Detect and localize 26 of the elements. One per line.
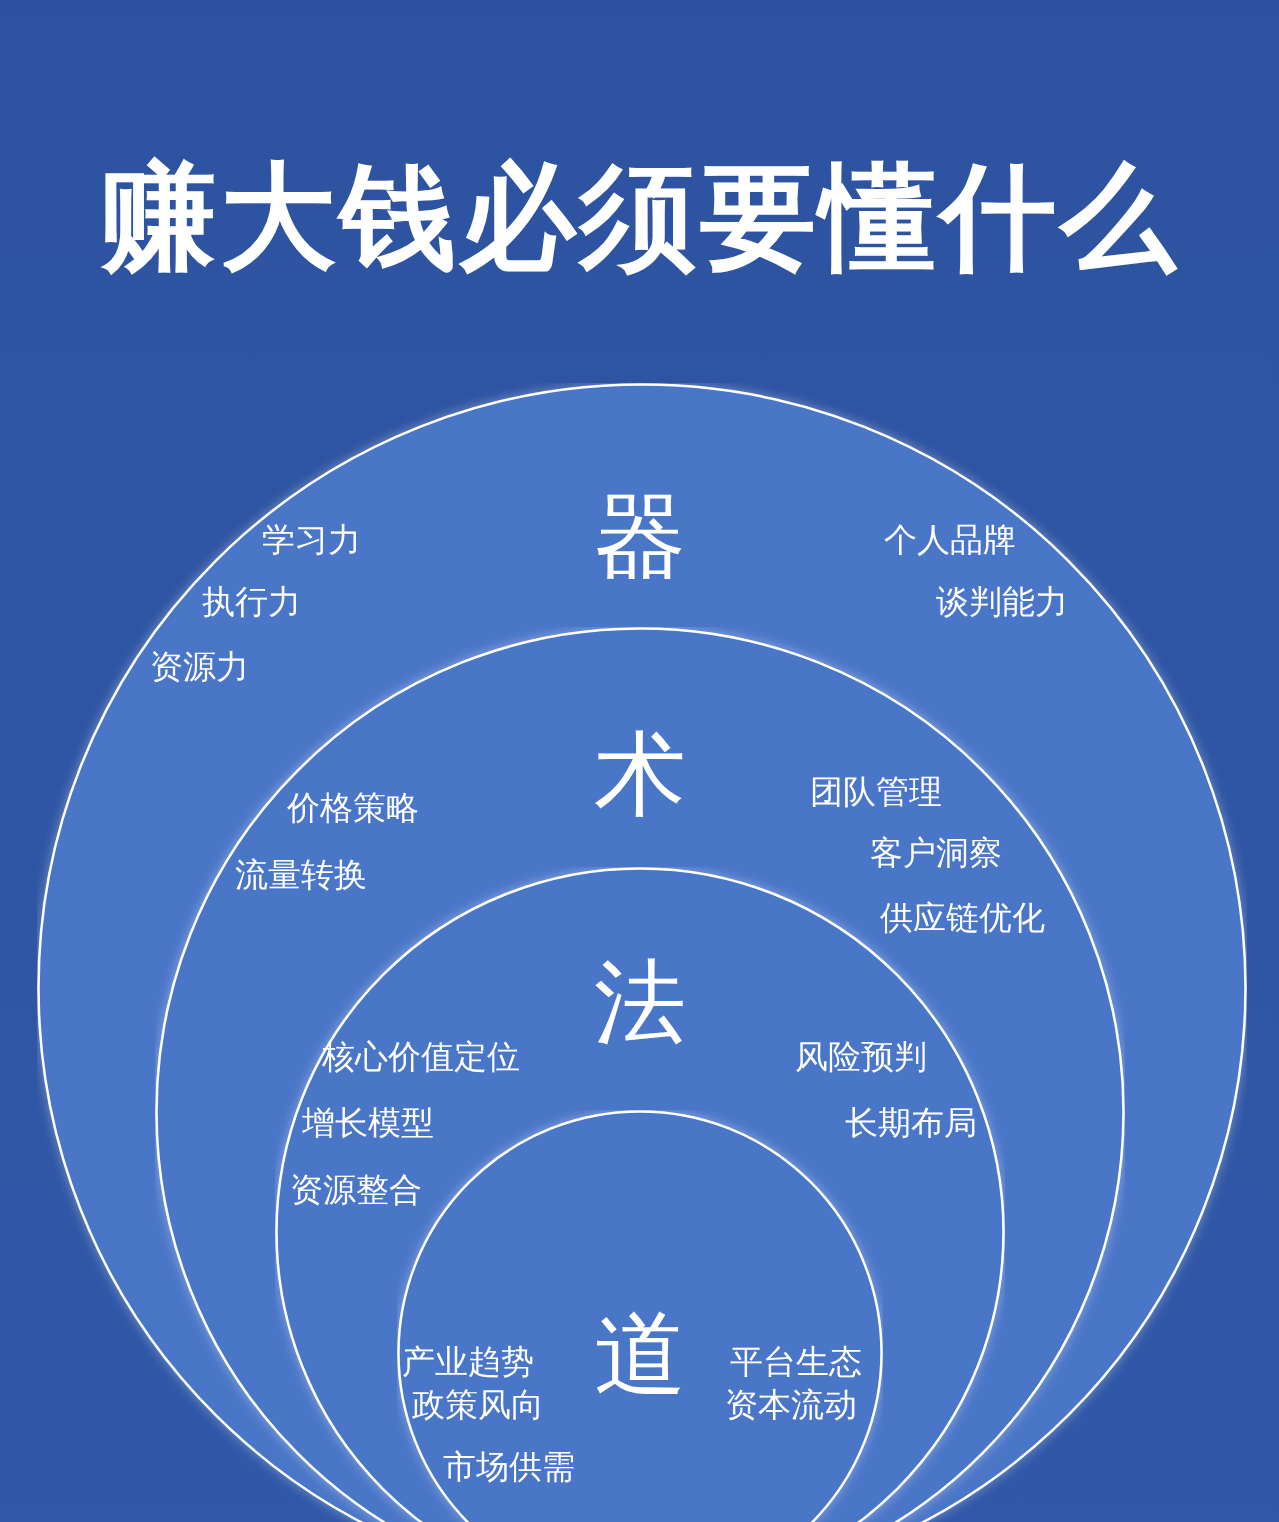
keyword-label: 学习力: [262, 523, 361, 557]
keyword-label: 流量转换: [235, 858, 367, 892]
keyword-label: 客户洞察: [870, 836, 1002, 870]
keyword-label: 个人品牌: [884, 523, 1016, 557]
ring-heading: 法: [594, 957, 686, 1049]
keyword-label: 产业趋势: [402, 1345, 534, 1379]
keyword-label: 谈判能力: [936, 585, 1068, 619]
keyword-label: 风险预判: [795, 1040, 927, 1074]
keyword-label: 执行力: [202, 585, 301, 619]
keyword-label: 平台生态: [730, 1345, 862, 1379]
keyword-label: 政策风向: [412, 1388, 544, 1422]
title: 赚大钱必须要懂什么: [98, 148, 1181, 286]
ring-region: [37, 383, 1247, 1522]
ring-heading: 道: [594, 1309, 686, 1401]
ring-heading: 术: [594, 729, 686, 821]
keyword-label: 团队管理: [810, 775, 942, 809]
keyword-label: 资源整合: [290, 1173, 422, 1207]
keyword-label: 长期布局: [845, 1106, 977, 1140]
keyword-label: 供应链优化: [880, 901, 1045, 935]
keyword-label: 价格策略: [287, 791, 419, 825]
keyword-label: 核心价值定位: [322, 1040, 520, 1074]
keyword-label: 资源力: [150, 650, 249, 684]
ring-heading: 器: [594, 491, 686, 583]
keyword-label: 市场供需: [443, 1450, 575, 1484]
keyword-label: 资本流动: [725, 1388, 857, 1422]
keyword-label: 增长模型: [302, 1106, 434, 1140]
